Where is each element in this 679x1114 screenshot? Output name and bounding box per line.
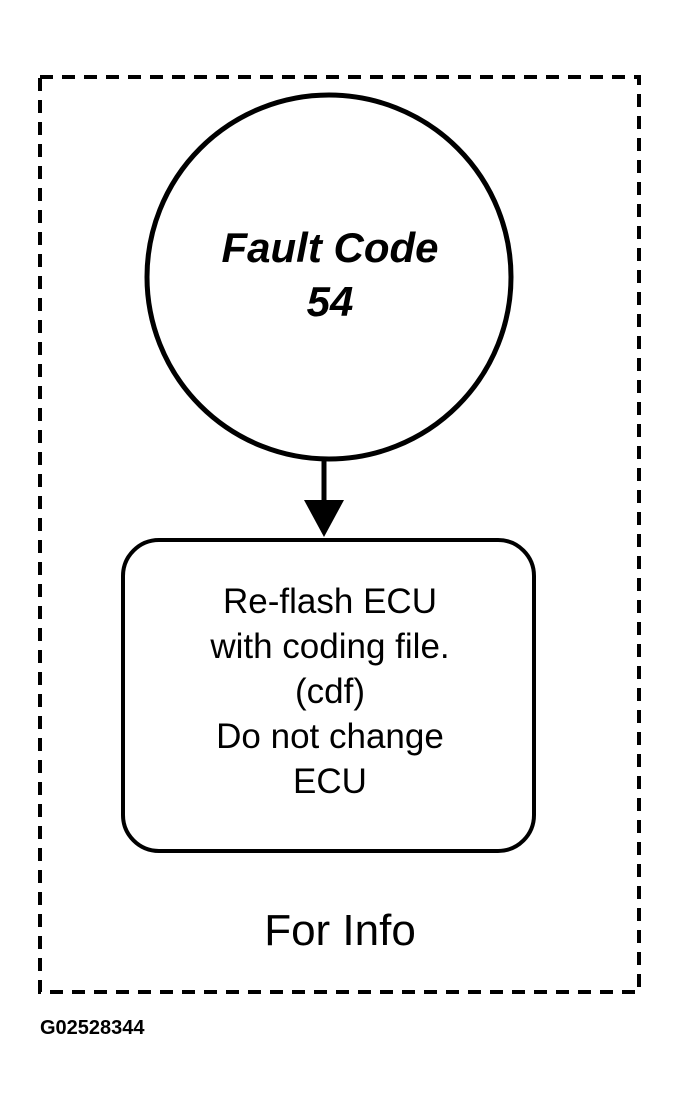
figure-id: G02528344 bbox=[40, 1017, 145, 1039]
action-line: (cdf) bbox=[295, 672, 365, 711]
action-box bbox=[121, 538, 536, 853]
fault-code-line: Fault Code bbox=[221, 224, 439, 271]
fault-code-label: Fault Code 54 bbox=[150, 221, 510, 329]
action-line: Re-flash ECU bbox=[223, 582, 437, 621]
container-label: For Info bbox=[264, 906, 416, 955]
arrow-head-icon bbox=[304, 500, 344, 537]
action-text: Re-flash ECU with coding file. (cdf) Do … bbox=[125, 579, 535, 804]
action-line: Do not change bbox=[216, 717, 444, 756]
fault-code-circle bbox=[144, 92, 514, 462]
action-line: with coding file. bbox=[210, 627, 450, 666]
action-line: ECU bbox=[293, 762, 367, 801]
fault-code-number: 54 bbox=[306, 278, 354, 325]
dashed-container-border bbox=[38, 75, 641, 994]
